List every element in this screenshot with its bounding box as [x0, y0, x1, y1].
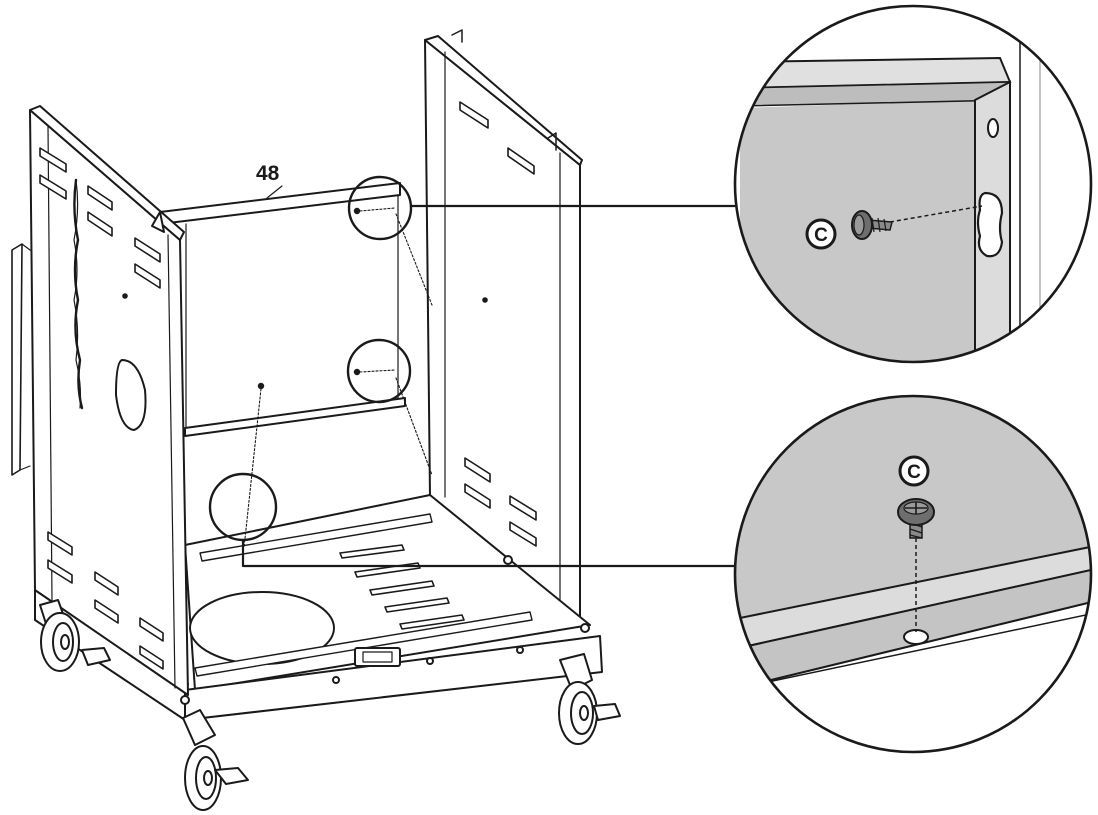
- callout-circle-shelf: [208, 472, 278, 542]
- detail-view-lower: C: [733, 394, 1093, 754]
- fastener-letter-lower: C: [907, 462, 921, 483]
- left-panel-slots: [39, 147, 164, 670]
- detail-frame-lower: [733, 394, 1093, 754]
- caster-front-left: [182, 709, 249, 811]
- bottom-shelf: [184, 494, 591, 691]
- shelf-slots: [339, 544, 465, 630]
- screw-icon: [897, 498, 935, 539]
- keyhole-slot: [976, 191, 1004, 258]
- side-panel-hole: [115, 359, 147, 431]
- left-side-panel: [11, 105, 189, 696]
- right-panel-slots: [459, 101, 537, 547]
- leader-lines: [241, 204, 740, 568]
- screw-icon: [257, 207, 361, 390]
- screw-icon: [851, 210, 893, 240]
- igniter-wire: [73, 178, 84, 410]
- part-number-label: 48: [256, 162, 280, 185]
- right-side-panel: [424, 29, 583, 626]
- fastener-badge-upper: C: [805, 218, 837, 250]
- rear-panel-48: [159, 182, 406, 437]
- detail-frame-upper: [733, 4, 1093, 364]
- callout-circle-middle-rear: [346, 338, 412, 404]
- fastener-badge-lower: C: [898, 455, 930, 487]
- caster-wheels: [39, 599, 621, 811]
- shelf-hole: [903, 629, 929, 645]
- cart-assembly: 48: [11, 29, 740, 811]
- cart-hardware: [208, 175, 513, 565]
- fastener-letter-upper: C: [814, 225, 828, 246]
- callout-circle-upper-rear: [347, 175, 413, 241]
- caster-front-right: [558, 653, 621, 745]
- caster-rear-left: [39, 599, 111, 672]
- detail-view-upper: C: [733, 4, 1093, 364]
